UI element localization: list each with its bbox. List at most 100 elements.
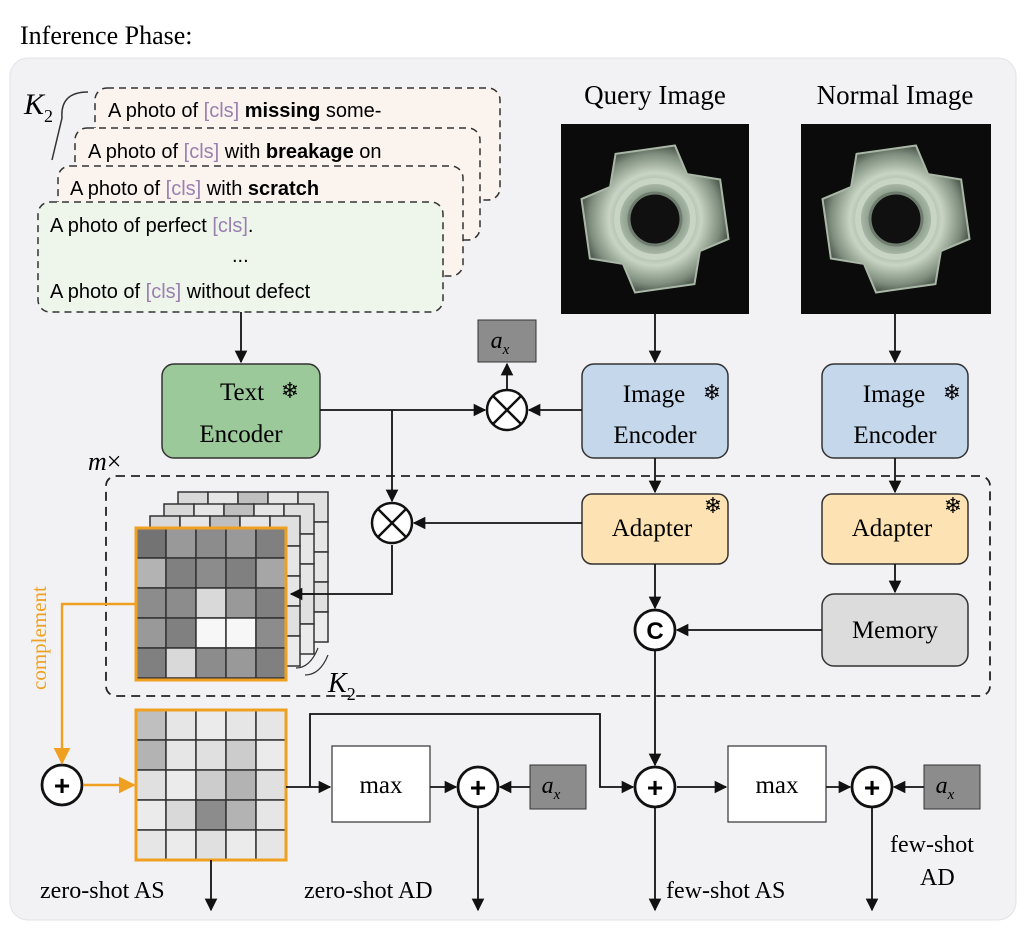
- similarity-map-cell: [165, 557, 197, 589]
- svg-text:max: max: [755, 772, 799, 799]
- concat-node: C: [633, 608, 677, 652]
- anomaly-map-cell: [135, 769, 167, 801]
- snowflake-icon: ❄: [281, 378, 299, 403]
- ax-box-zero-shot: ax: [529, 764, 587, 810]
- similarity-map-cell: [135, 557, 167, 589]
- anomaly-map-cell: [195, 739, 227, 771]
- prompt-normal-line1: A photo of perfect [cls].: [50, 215, 253, 237]
- anomaly-map-cell: [195, 709, 227, 741]
- svg-text:Adapter: Adapter: [612, 515, 693, 542]
- plus-left: +: [40, 763, 84, 807]
- similarity-map-cell: [225, 527, 257, 559]
- memory-block: Memory: [821, 593, 969, 667]
- complement-label: complement: [27, 586, 51, 690]
- anomaly-map-cell: [165, 709, 197, 741]
- anomaly-map-cell: [135, 829, 167, 861]
- few-shot-as-label: few-shot AS: [666, 878, 785, 904]
- similarity-map-cell: [135, 527, 167, 559]
- zero-shot-ad-label: zero-shot AD: [304, 878, 433, 904]
- complement-connectors: [53, 602, 136, 794]
- ax-box-top: ax: [477, 319, 537, 363]
- similarity-map-cell: [255, 527, 287, 559]
- anomaly-map-cell: [225, 799, 257, 831]
- otimes-middle: [370, 501, 414, 545]
- normal-image-title: Normal Image: [817, 80, 974, 110]
- svg-text:C: C: [646, 618, 663, 645]
- similarity-map-cell: [165, 587, 197, 619]
- prompt-scratch-text: A photo of [cls] with scratch: [70, 178, 319, 200]
- svg-text:Image: Image: [863, 381, 925, 408]
- zero-shot-as-label: zero-shot AS: [40, 878, 165, 904]
- plus-zero-shot-ad: +: [456, 765, 500, 809]
- plus-few-shot-ad: +: [850, 765, 894, 809]
- svg-text:ax: ax: [491, 328, 510, 358]
- svg-text:+: +: [864, 772, 880, 803]
- similarity-map-cell: [165, 617, 197, 649]
- k2-label: K2: [327, 668, 356, 704]
- anomaly-map-cell: [195, 769, 227, 801]
- svg-text:+: +: [54, 770, 70, 801]
- anomaly-map-cell: [225, 709, 257, 741]
- m-times-label: m×: [88, 447, 121, 476]
- svg-text:ax: ax: [936, 773, 955, 803]
- k2-brace: [295, 647, 319, 669]
- anomaly-map-cell: [195, 829, 227, 861]
- similarity-map-cell: [165, 527, 197, 559]
- similarity-map-cell: [195, 527, 227, 559]
- similarity-map-cell: [255, 587, 287, 619]
- svg-text:+: +: [470, 772, 486, 803]
- anomaly-map-cell: [195, 799, 227, 831]
- m-times-region: [105, 475, 991, 697]
- similarity-map-cell: [135, 617, 167, 649]
- prompt-normal-ellipsis: ...: [232, 245, 249, 267]
- similarity-map-cell: [255, 617, 287, 649]
- prompt-missing-text: A photo of [cls] missing some-: [108, 100, 381, 122]
- max-block-few-shot: max: [727, 745, 827, 823]
- svg-text:Encoder: Encoder: [613, 422, 697, 449]
- anomaly-map-cell: [255, 799, 287, 831]
- anomaly-map-cell: [255, 709, 287, 741]
- anomaly-map-cell: [135, 739, 167, 771]
- svg-text:Image: Image: [623, 381, 685, 408]
- snowflake-icon: ❄: [703, 380, 721, 405]
- similarity-map-cell: [225, 587, 257, 619]
- few-shot-ad-label-line2: AD: [920, 865, 955, 891]
- svg-text:Memory: Memory: [852, 617, 939, 644]
- anomaly-map-cell: [135, 799, 167, 831]
- few-shot-ad-label-line1: few-shot: [890, 832, 974, 858]
- svg-text:Text: Text: [220, 379, 264, 406]
- svg-text:Encoder: Encoder: [199, 421, 283, 448]
- anomaly-map-cell: [225, 769, 257, 801]
- svg-text:ax: ax: [542, 773, 561, 803]
- similarity-map-cell: [195, 587, 227, 619]
- text-encoder-block: Text ❄ Encoder: [161, 363, 321, 459]
- snowflake-icon: ❄: [704, 493, 722, 518]
- anomaly-map-cell: [225, 829, 257, 861]
- connectors: [204, 312, 924, 912]
- prompt-k-label: K2: [23, 88, 53, 126]
- anomaly-map-cell: [225, 739, 257, 771]
- normal-image-encoder-block: Image ❄ Encoder: [821, 363, 969, 459]
- svg-text:max: max: [359, 772, 403, 799]
- similarity-map-cell: [135, 647, 167, 679]
- similarity-map-cell: [255, 557, 287, 589]
- similarity-map-cell: [135, 587, 167, 619]
- prompt-normal-line3: A photo of [cls] without defect: [50, 281, 311, 303]
- similarity-map-cell: [255, 647, 287, 679]
- query-adapter-block: Adapter ❄: [581, 493, 729, 565]
- normal-image: [801, 124, 991, 314]
- zero-shot-anomaly-map: [135, 709, 287, 861]
- snowflake-icon: ❄: [944, 493, 962, 518]
- svg-text:+: +: [647, 772, 663, 803]
- page-title: Inference Phase:: [20, 21, 193, 50]
- similarity-map-cell: [195, 647, 227, 679]
- anomaly-map-cell: [165, 739, 197, 771]
- anomaly-map-cell: [165, 829, 197, 861]
- svg-text:Adapter: Adapter: [852, 515, 933, 542]
- snowflake-icon: ❄: [943, 380, 961, 405]
- svg-text:Encoder: Encoder: [853, 422, 937, 449]
- anomaly-map-cell: [135, 709, 167, 741]
- otimes-top: [485, 388, 529, 432]
